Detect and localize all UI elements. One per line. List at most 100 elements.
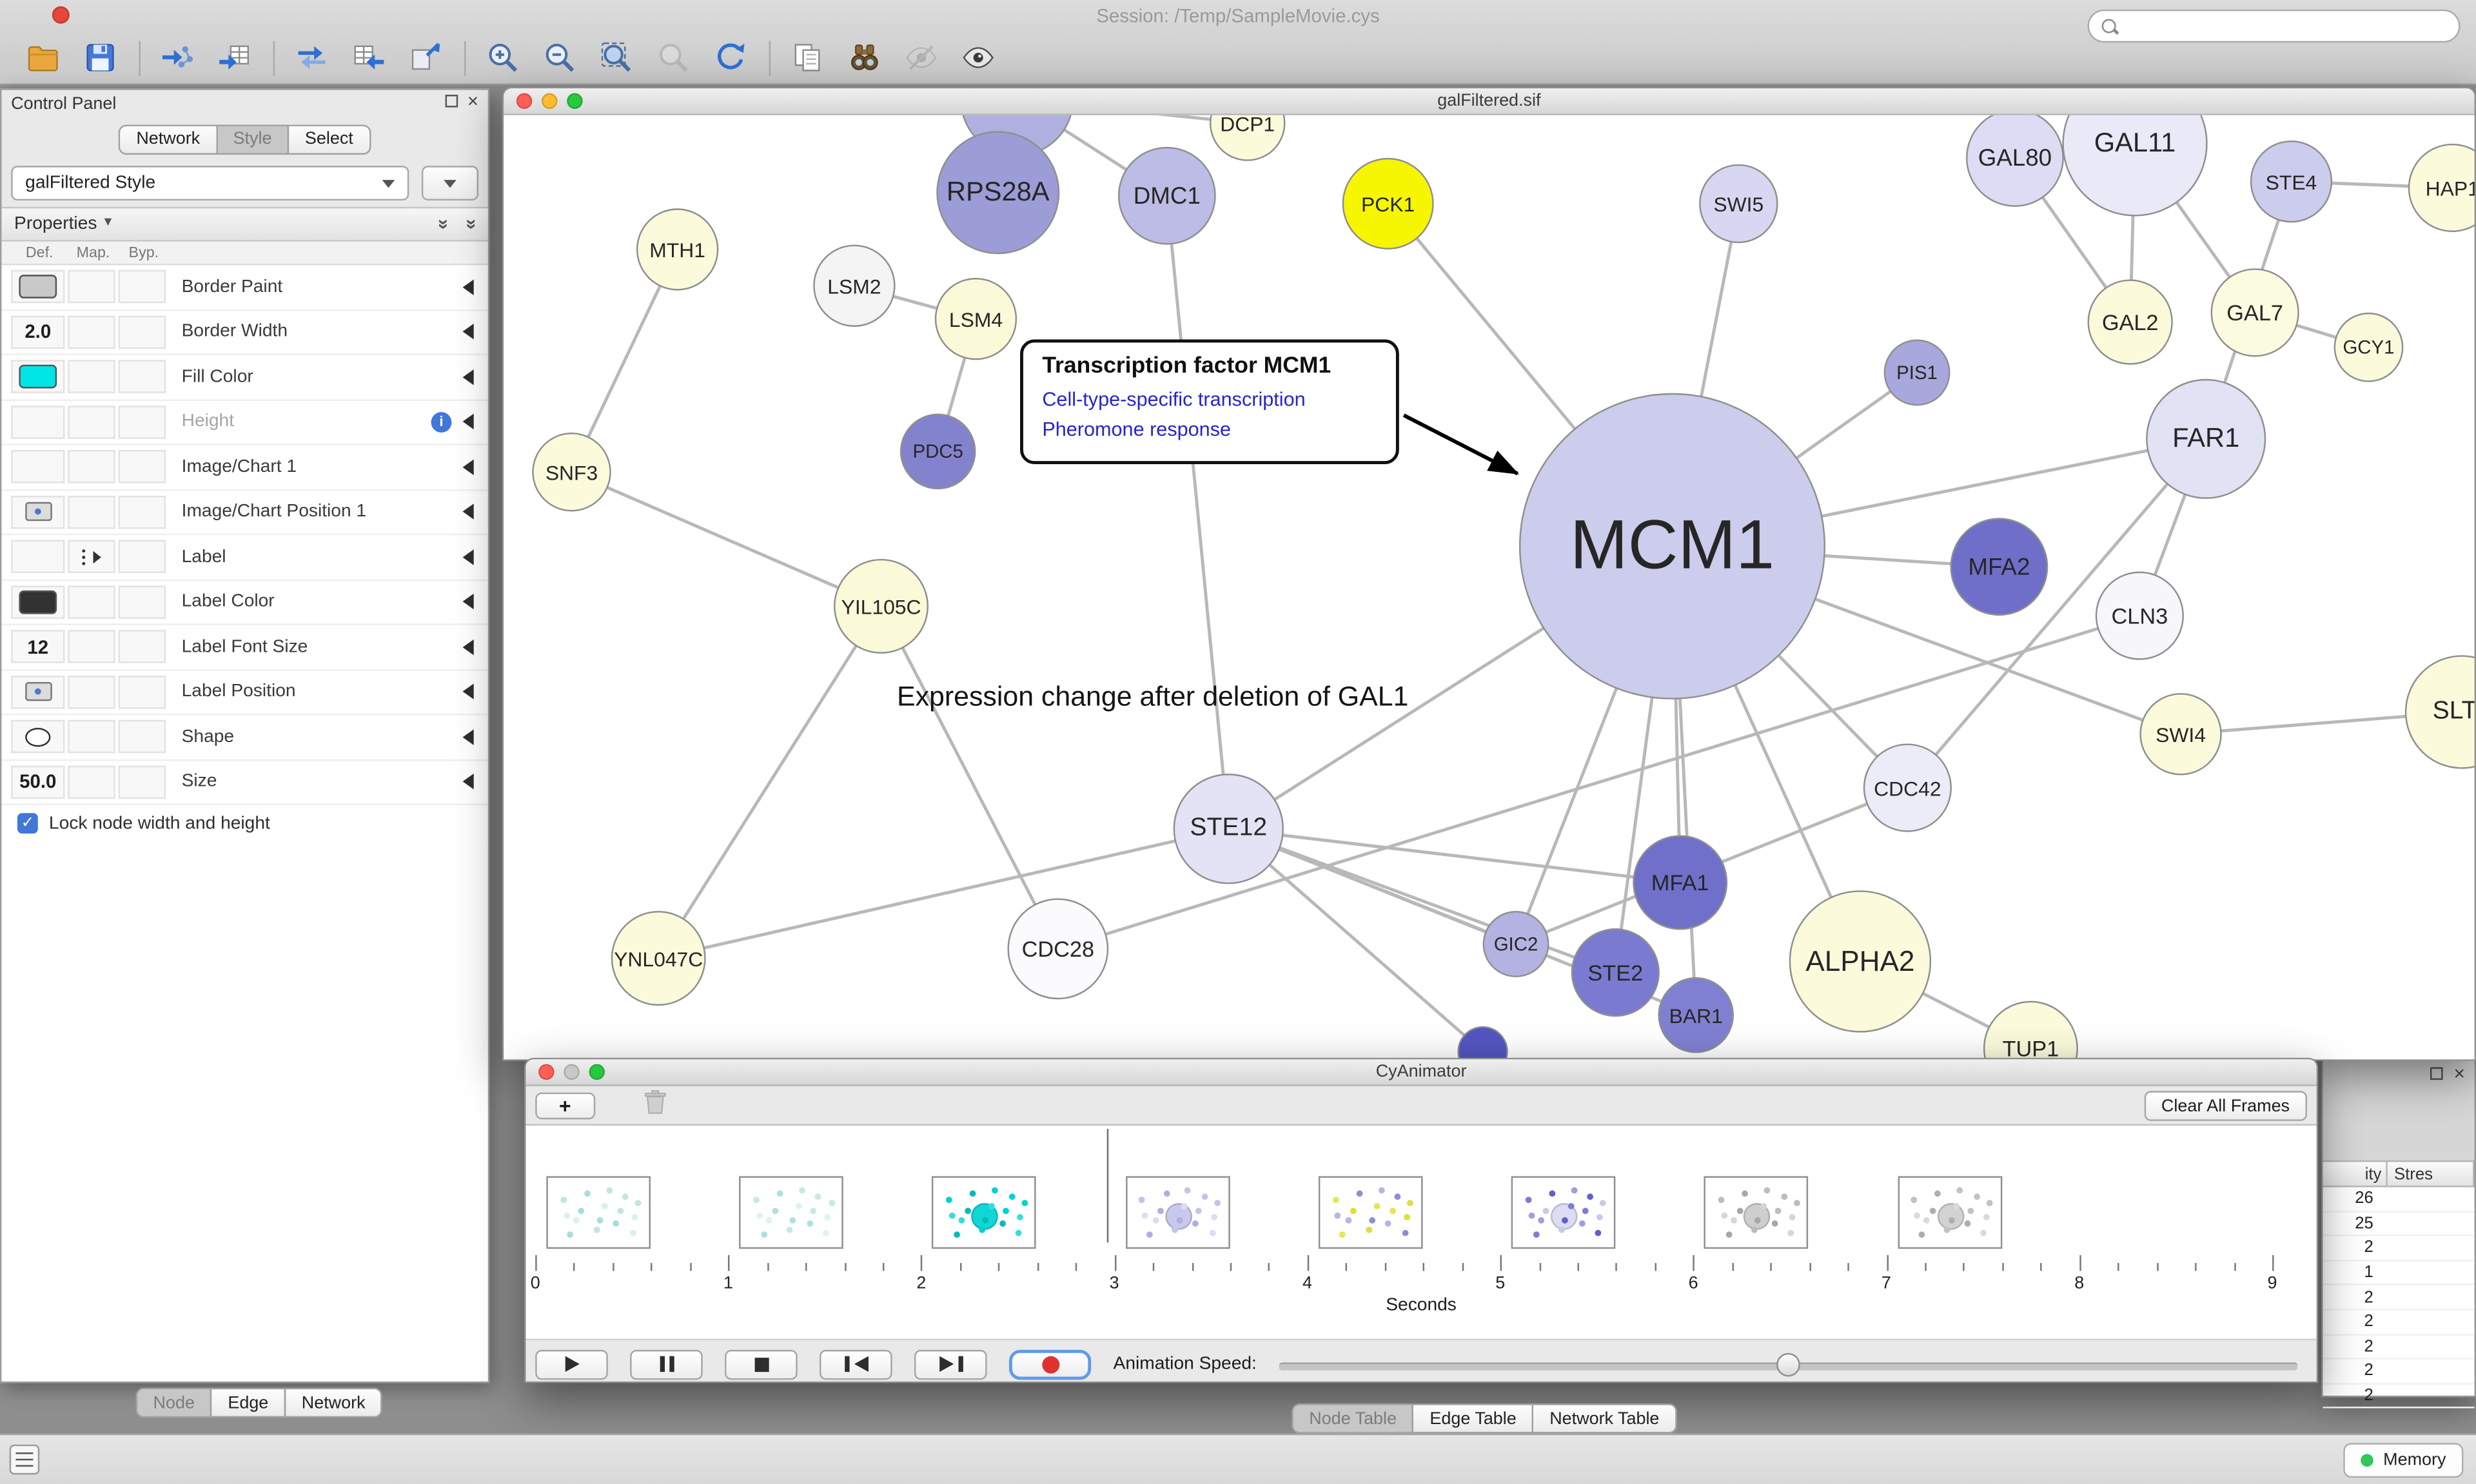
bypass-cell[interactable] (118, 630, 166, 664)
table-row[interactable]: 1 (2323, 1261, 2475, 1286)
animation-frame-0[interactable] (546, 1176, 651, 1249)
panel-menu-icon[interactable] (9, 1444, 40, 1475)
speed-slider-handle[interactable] (1777, 1352, 1801, 1376)
network-node-pck1[interactable]: PCK1 (1342, 157, 1434, 249)
animation-frame-2[interactable] (932, 1176, 1037, 1249)
default-value-cell[interactable] (11, 675, 65, 708)
network-window-titlebar[interactable]: galFiltered.sif (504, 88, 2475, 115)
property-row[interactable]: Border Paint (1, 265, 488, 311)
expand-row-icon[interactable] (462, 594, 474, 610)
bypass-cell[interactable] (118, 360, 166, 394)
default-value-cell[interactable] (11, 360, 65, 394)
clear-all-frames-button[interactable]: Clear All Frames (2143, 1091, 2307, 1121)
open-session-icon[interactable] (22, 37, 63, 79)
network-node-ynl047c[interactable]: YNL047C (611, 911, 706, 1006)
tab-edge-style[interactable]: Edge (210, 1387, 286, 1418)
default-value-cell[interactable] (11, 270, 65, 304)
close-button[interactable] (516, 93, 533, 109)
network-node-dmc1[interactable]: DMC1 (1117, 146, 1216, 245)
network-node-mfa2[interactable]: MFA2 (1950, 518, 2049, 616)
first-neighbors-icon[interactable] (843, 37, 885, 79)
animation-frame-1[interactable] (739, 1176, 844, 1249)
property-row[interactable]: Label Color (1, 580, 488, 625)
network-node-cdc28[interactable]: CDC28 (1007, 898, 1109, 1000)
default-value-cell[interactable]: 12 (11, 630, 65, 664)
network-node-bar1[interactable]: BAR1 (1658, 977, 1734, 1053)
network-node-yil105c[interactable]: YIL105C (834, 558, 928, 654)
expand-row-icon[interactable] (462, 774, 474, 790)
network-node-alpha2[interactable]: ALPHA2 (1789, 890, 1932, 1033)
expand-row-icon[interactable] (462, 369, 474, 385)
network-node-ste4[interactable]: STE4 (2250, 140, 2333, 223)
memory-button[interactable]: Memory (2343, 1443, 2464, 1478)
stop-button[interactable] (725, 1349, 798, 1380)
save-session-icon[interactable] (79, 37, 120, 79)
network-node-swi5[interactable]: SWI5 (1699, 164, 1778, 244)
float-panel-icon[interactable] (2430, 1067, 2443, 1080)
network-node-far1[interactable]: FAR1 (2146, 378, 2266, 499)
mapping-cell[interactable] (68, 450, 115, 483)
record-button[interactable] (1008, 1349, 1092, 1380)
bypass-cell[interactable] (118, 450, 166, 483)
animation-frame-4[interactable] (1318, 1176, 1423, 1249)
collapse-all-icon[interactable]: « (458, 219, 482, 229)
pause-button[interactable] (630, 1349, 703, 1380)
default-value-cell[interactable] (11, 720, 65, 754)
column-header-centrality[interactable]: ity (2323, 1160, 2388, 1187)
float-panel-icon[interactable] (445, 94, 458, 108)
table-row[interactable]: 2 (2323, 1360, 2475, 1385)
lock-size-checkbox[interactable] (17, 813, 38, 834)
expand-row-icon[interactable] (462, 684, 474, 700)
mapping-cell[interactable] (68, 765, 115, 799)
table-row[interactable]: 2 (2323, 1335, 2475, 1360)
network-node-ste2[interactable]: STE2 (1571, 928, 1660, 1017)
last-frame-button[interactable] (914, 1349, 987, 1380)
table-row[interactable]: 2 (2323, 1236, 2475, 1262)
table-row[interactable]: 2 (2323, 1285, 2475, 1311)
mapping-cell[interactable] (68, 585, 115, 619)
network-caption-annotation[interactable]: Expression change after deletion of GAL1 (897, 680, 1409, 712)
expand-row-icon[interactable] (462, 278, 474, 295)
annotation-link-1[interactable]: Cell-type-specific transcription (1042, 388, 1306, 411)
mapping-cell[interactable] (68, 495, 115, 529)
property-row[interactable]: Shape (1, 715, 488, 761)
expand-row-icon[interactable] (462, 503, 474, 520)
table-row[interactable]: 26 (2323, 1187, 2475, 1212)
tab-network[interactable]: Network (119, 124, 218, 154)
animation-frame-7[interactable] (1897, 1176, 2002, 1249)
bypass-cell[interactable] (118, 315, 166, 349)
zoom-out-icon[interactable] (538, 37, 580, 79)
expand-row-icon[interactable] (462, 639, 474, 655)
export-image-icon[interactable] (404, 37, 446, 79)
refresh-view-icon[interactable] (709, 37, 751, 79)
export-table-icon[interactable] (348, 37, 389, 79)
property-row[interactable]: Label Position (1, 670, 488, 716)
play-button[interactable] (535, 1349, 608, 1380)
bypass-cell[interactable] (118, 675, 166, 708)
export-network-icon[interactable] (291, 37, 332, 79)
property-row[interactable]: Image/Chart 1 (1, 445, 488, 491)
mapping-cell[interactable] (68, 630, 115, 664)
import-table-icon[interactable] (213, 37, 255, 79)
zoom-in-icon[interactable] (482, 37, 523, 79)
table-row[interactable]: 2 (2323, 1384, 2475, 1409)
network-node-swi4[interactable]: SWI4 (2139, 693, 2222, 776)
expand-all-icon[interactable]: » (432, 219, 455, 229)
network-node-gcy1[interactable]: GCY1 (2334, 312, 2404, 382)
tab-edge-table[interactable]: Edge Table (1412, 1403, 1534, 1434)
tab-network-style[interactable]: Network (284, 1387, 383, 1418)
animation-frame-6[interactable] (1704, 1176, 1809, 1249)
expand-row-icon[interactable] (462, 549, 474, 565)
bypass-cell[interactable] (118, 720, 166, 754)
network-node-gic2[interactable]: GIC2 (1482, 911, 1549, 977)
mapping-cell[interactable] (68, 540, 115, 574)
mapping-cell[interactable] (68, 675, 115, 708)
default-value-cell[interactable] (11, 540, 65, 574)
add-frame-button[interactable]: + (535, 1091, 595, 1119)
annotation-link-2[interactable]: Pheromone response (1042, 418, 1232, 440)
network-node-hap1[interactable]: HAP1 (2408, 143, 2475, 232)
property-row[interactable]: Label (1, 535, 488, 580)
